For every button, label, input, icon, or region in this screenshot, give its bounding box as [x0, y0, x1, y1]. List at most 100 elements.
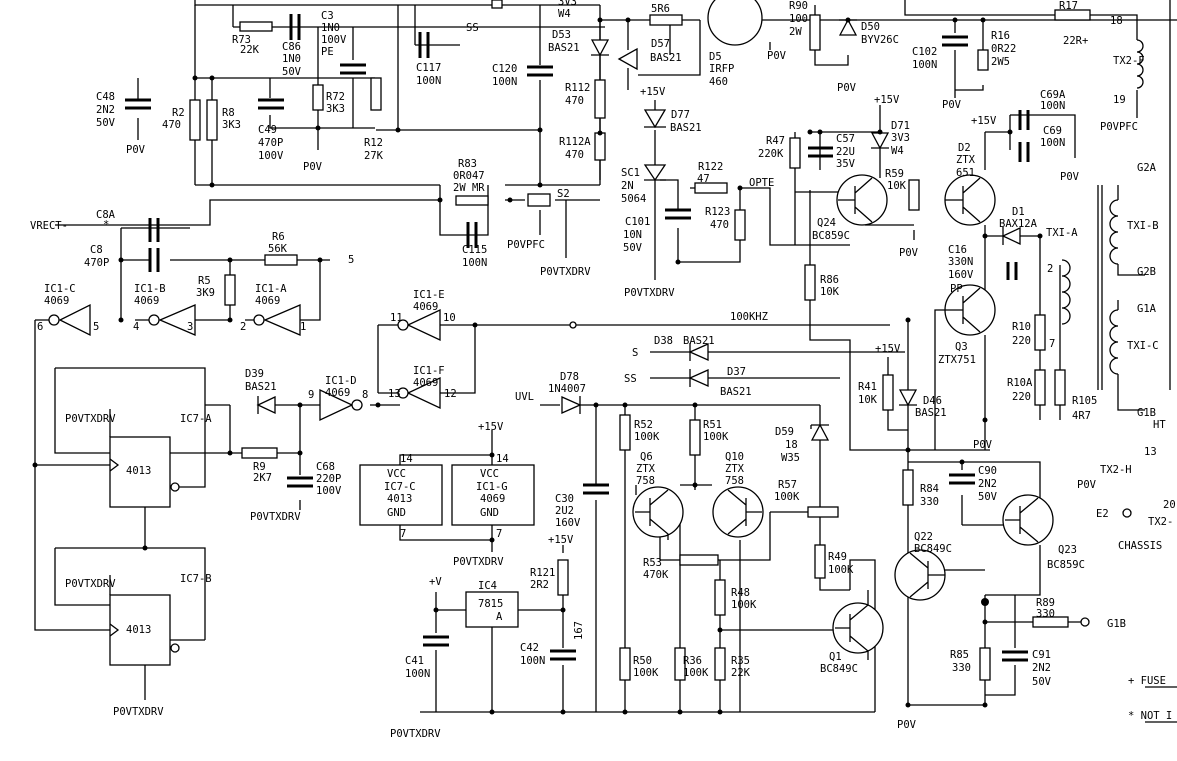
- q1-value: BC849C: [820, 663, 858, 675]
- ic1b-gate: [158, 304, 196, 336]
- ic1a-gate: [263, 304, 301, 336]
- c101-plates: [665, 208, 691, 220]
- q6-label: Q6: [640, 451, 653, 463]
- tx2c-label: TX2-: [1148, 516, 1173, 528]
- tx2h-pv: P0V: [1077, 479, 1097, 491]
- c41-plates: [423, 635, 449, 647]
- r2-body: [189, 99, 201, 141]
- oscillator-test-point: [569, 321, 577, 329]
- q1-transistor: [832, 602, 884, 654]
- ic1g-value: 4069: [480, 493, 505, 505]
- d71-label: D71: [891, 120, 910, 132]
- c91-plates: [1002, 650, 1028, 662]
- r85-label: R85: [950, 649, 969, 661]
- tx2f-label: TX2-F: [1113, 55, 1145, 67]
- r10-value: 220: [1012, 335, 1031, 347]
- r57-label: R57: [778, 479, 797, 491]
- d2-type: 651: [956, 167, 975, 179]
- r17-value: 22R+: [1063, 35, 1088, 47]
- r2-label: R2: [172, 107, 185, 119]
- txia-pin2: 2: [1047, 263, 1053, 275]
- c3-value: 1N0: [321, 22, 340, 34]
- ic7b-pvtxdrv: P0VTXDRV: [65, 578, 116, 590]
- c57-voltage: 35V: [836, 158, 856, 170]
- r6-value: 56K: [268, 243, 288, 255]
- txia-label: TXI-A: [1046, 227, 1078, 239]
- r10-body: [1034, 314, 1046, 351]
- c30-plates: [583, 483, 609, 495]
- d2-value: ZTX: [956, 154, 976, 166]
- r16-label: R16: [991, 30, 1010, 42]
- c69-value: 100N: [1040, 137, 1065, 149]
- r121-label: R121: [530, 567, 555, 579]
- pin5: 5: [93, 321, 99, 333]
- reg-pvtxdrv: P0VTXDRV: [390, 728, 441, 740]
- pin13: 13: [388, 388, 401, 400]
- s-net-label: S: [632, 347, 638, 359]
- c102-pv: P0V: [942, 99, 962, 111]
- tx-pin18: 18: [1110, 15, 1123, 27]
- ic4-type: A: [496, 611, 503, 623]
- plusv-label: +V: [429, 576, 442, 588]
- pv-label-c48: P0V: [126, 144, 146, 156]
- r16-body: [977, 49, 989, 71]
- vrect-label: VRECT-: [30, 220, 68, 232]
- ic1g-box: [451, 464, 535, 526]
- d39-label: D39: [245, 368, 264, 380]
- r59-value: 10K: [887, 180, 907, 192]
- r5-body: [224, 274, 236, 306]
- r36-label: R36: [683, 655, 702, 667]
- g2a-label: G2A: [1137, 162, 1157, 174]
- ic1e-gate: [406, 308, 441, 342]
- reg-plus15v: +15V: [548, 534, 574, 546]
- ic7c-vcc: VCC: [387, 468, 406, 480]
- pp-label: PP: [950, 283, 963, 295]
- q6-type: 758: [636, 475, 655, 487]
- d2-label: D2: [958, 142, 971, 154]
- d78-diode: [561, 395, 582, 415]
- g1b-trans-label: G1B: [1137, 407, 1156, 419]
- g1b-label: G1B: [1107, 618, 1126, 630]
- regulator: IC4 7815 A +V +15V R121 2R2 C42 100N C41…: [390, 534, 875, 740]
- tx-pin20: 20: [1163, 499, 1176, 511]
- r41-body: [882, 374, 894, 411]
- ic7b-gnd-pvtxdrv: P0VTXDRV: [113, 706, 164, 718]
- c30-label: C30: [555, 493, 574, 505]
- r83-body: [455, 195, 489, 206]
- c90-voltage: 50V: [978, 491, 998, 503]
- c86-value: 1N0: [282, 53, 301, 65]
- q1-label: Q1: [829, 651, 842, 663]
- d37-diode: [688, 368, 709, 388]
- pin10: 10: [443, 312, 456, 324]
- c69a-label: C69A: [1040, 89, 1066, 101]
- d71-type: W4: [891, 145, 904, 157]
- c68-pvtxdrv: P0VTXDRV: [250, 511, 301, 523]
- r35-label: R35: [731, 655, 750, 667]
- ic7c-value: 4013: [387, 493, 412, 505]
- r52-label: R52: [634, 419, 653, 431]
- d37-label: D37: [727, 366, 746, 378]
- q23-transistor: [1002, 494, 1054, 546]
- r72-label: R72: [326, 91, 345, 103]
- r5-label: R5: [198, 275, 211, 287]
- r47-value: 220K: [758, 148, 784, 160]
- d46-value: BAS21: [915, 407, 947, 419]
- c16-label: C16: [948, 244, 967, 256]
- r51-body: [689, 419, 701, 456]
- q22-value: BC849C: [914, 543, 952, 555]
- ht-label: HT: [1153, 419, 1166, 431]
- q22-pv: P0V: [897, 719, 917, 731]
- c91-value: 2N2: [1032, 662, 1051, 674]
- txic-label: TXI-C: [1127, 340, 1159, 352]
- sc1-label: SC1: [621, 167, 640, 179]
- r53-value: 470K: [643, 569, 669, 581]
- r48-label: R48: [731, 587, 750, 599]
- q10-type: 758: [725, 475, 744, 487]
- supply-pvtxdrv: P0VTXDRV: [453, 556, 504, 568]
- txib-winding: [1109, 199, 1119, 265]
- r90-watt: 2W: [789, 26, 802, 38]
- sc1-type: 5064: [621, 193, 646, 205]
- pv-label-c49: P0V: [303, 161, 323, 173]
- d71-value: 3V3: [891, 132, 910, 144]
